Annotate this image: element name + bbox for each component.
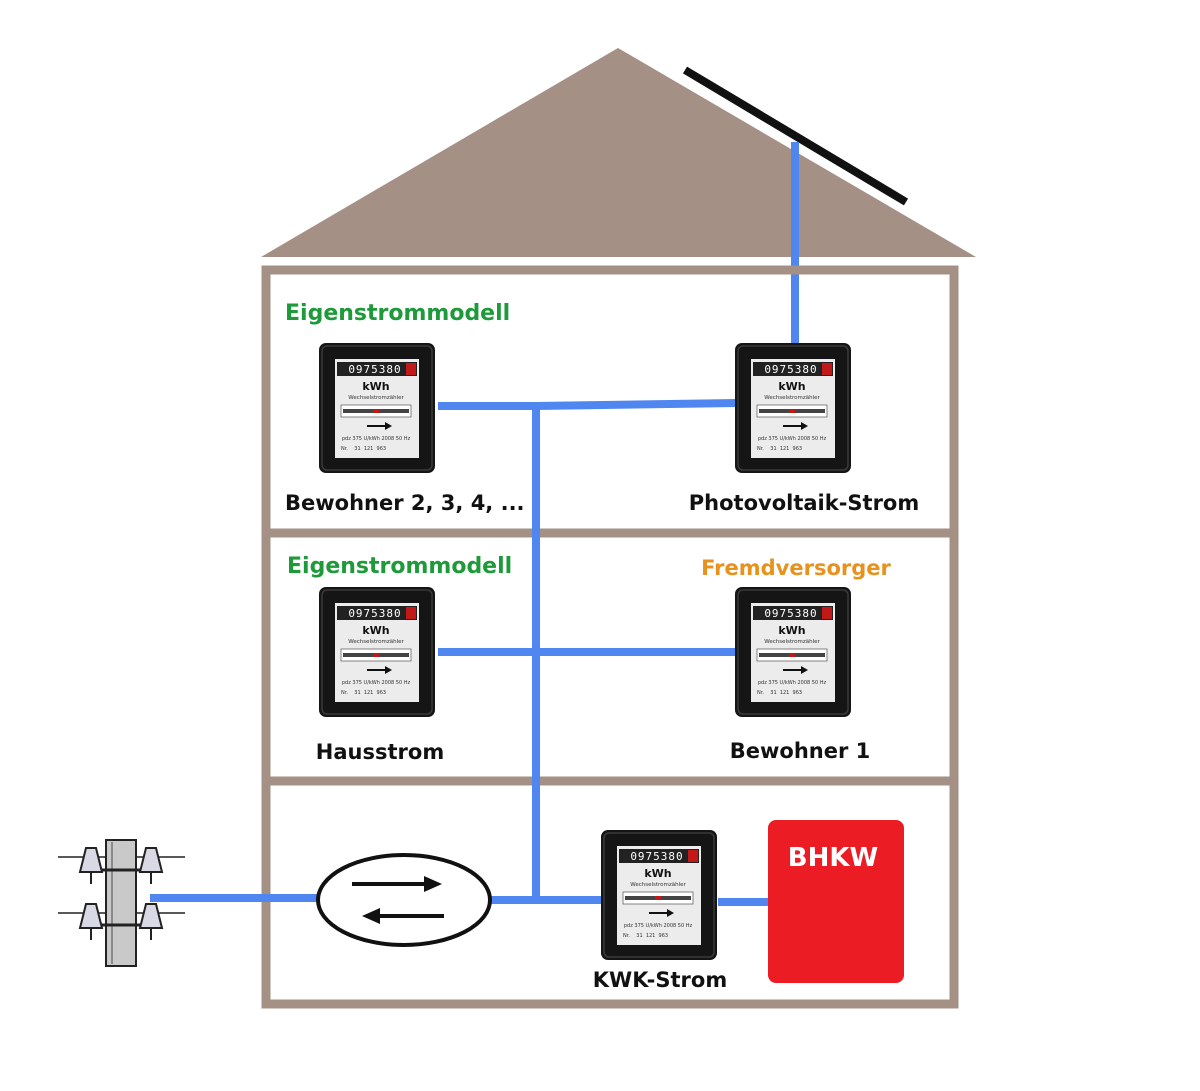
top-right-label: Photovoltaik-Strom	[689, 491, 919, 515]
electricity-meter-icon	[318, 586, 436, 718]
wire-top-floor	[438, 399, 738, 410]
bhkw-unit	[768, 820, 904, 983]
ground-meter-label: KWK-Strom	[593, 968, 727, 992]
roof	[261, 48, 976, 257]
house-outline	[261, 265, 959, 1009]
bhkw-label: BHKW	[788, 843, 878, 873]
electricity-meter-icon	[734, 342, 852, 474]
electricity-meter-icon	[600, 829, 718, 961]
power-pylon-icon	[58, 839, 185, 967]
top-floor-heading: Eigenstrommodell	[285, 301, 510, 326]
top-left-label: Bewohner 2, 3, 4, ...	[285, 491, 525, 515]
middle-right-heading: Fremdversorger	[701, 556, 891, 580]
middle-right-label: Bewohner 1	[730, 739, 871, 763]
middle-left-heading: Eigenstrommodell	[287, 554, 512, 579]
bidirectional-arrows-icon	[316, 853, 492, 947]
electricity-meter-icon	[734, 586, 852, 718]
middle-left-label: Hausstrom	[316, 740, 444, 764]
wiring	[150, 399, 770, 906]
solar-panel-icon	[682, 66, 909, 206]
electricity-meter-icon	[318, 342, 436, 474]
